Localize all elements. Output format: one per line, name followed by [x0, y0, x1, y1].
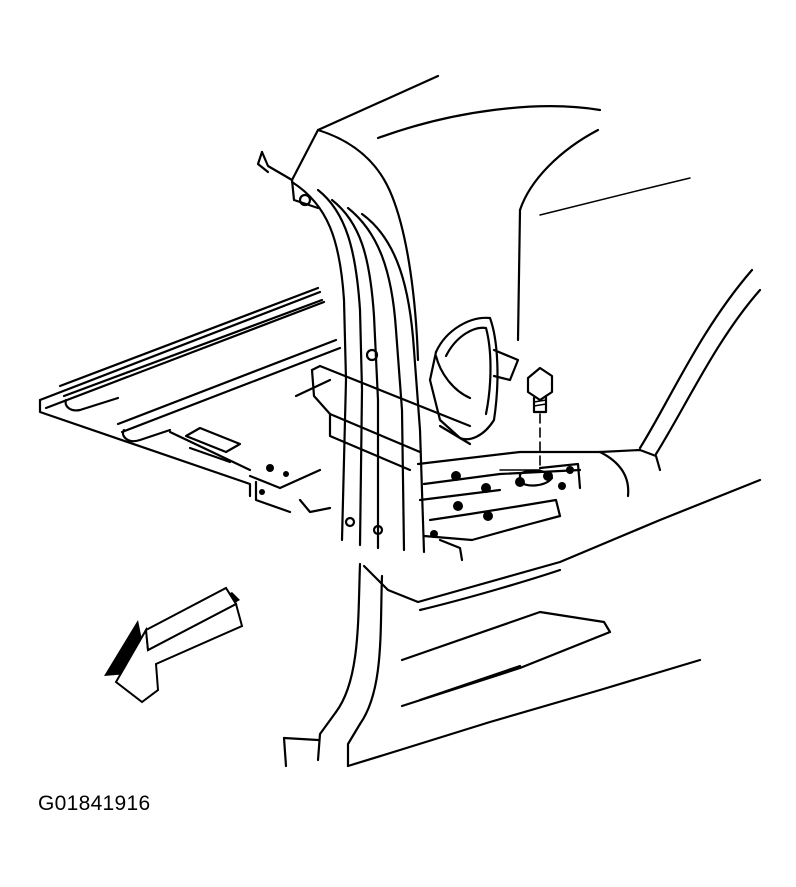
tail-lamp-housing — [428, 316, 520, 446]
floor-bracket — [184, 426, 332, 514]
forward-arrow-icon — [104, 586, 244, 704]
line-drawing — [38, 74, 762, 768]
figure-id-label: G01841916 — [38, 792, 151, 815]
floor-pan — [416, 450, 602, 562]
pillar-panel — [290, 180, 426, 554]
cross-member — [294, 364, 472, 472]
bed-floor — [38, 286, 342, 498]
bolt-icon — [526, 366, 554, 469]
cab-outline — [256, 74, 691, 362]
quarter-panel — [282, 268, 762, 768]
